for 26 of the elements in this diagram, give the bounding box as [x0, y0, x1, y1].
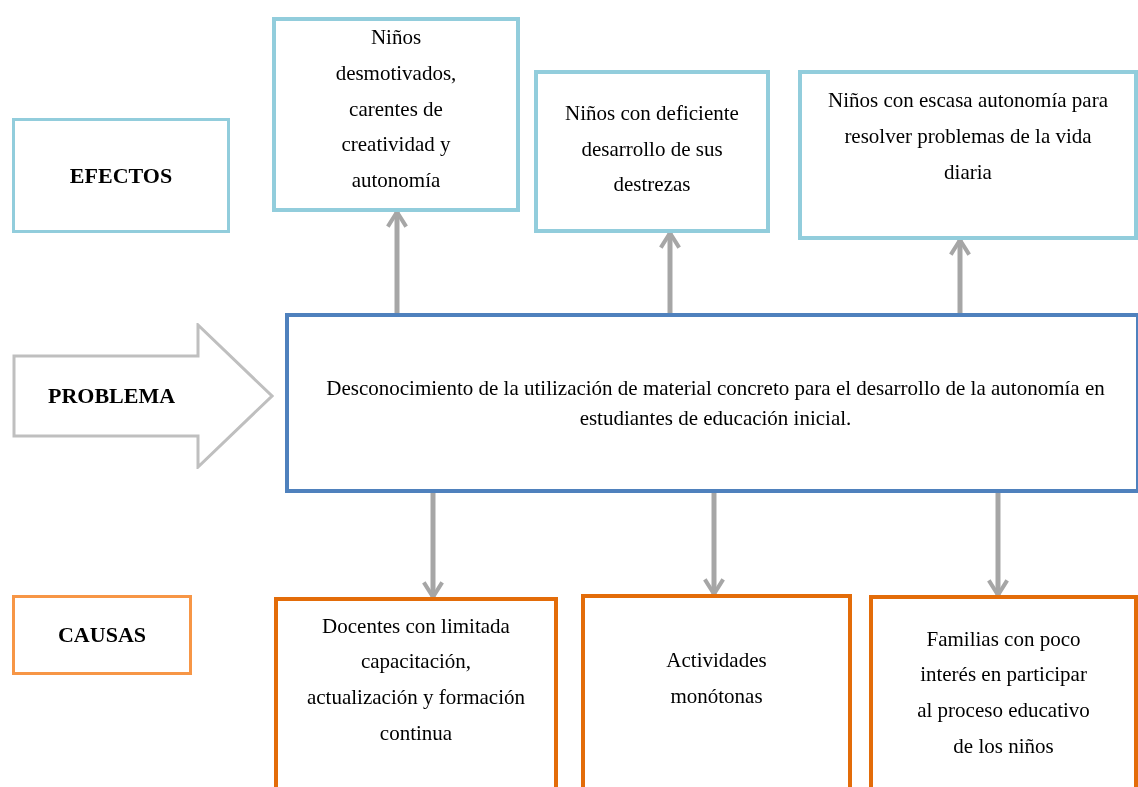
box-text: Niños con escasa autonomía para resolver problemas de la vida diaria: [827, 87, 1109, 186]
effect-box: [272, 17, 520, 212]
arrow: [986, 493, 1010, 597]
box-text: Niños desmotivados, carentes de creatividad y autonomía: [334, 24, 458, 195]
arrow: [658, 231, 682, 313]
section-label: PROBLEMA: [48, 382, 176, 411]
effect-box: [798, 70, 1138, 240]
section-label: EFECTOS: [69, 161, 173, 190]
label-box: [12, 118, 230, 233]
label-box: [12, 595, 192, 675]
arrow: [702, 493, 726, 596]
block-arrow: [12, 323, 274, 469]
problem-box: [285, 313, 1138, 493]
cause-box: [581, 594, 852, 787]
box-text: Actividades monótonas: [665, 646, 768, 710]
box-text: Familias con poco interés en participar al proceso educativo de los niños: [916, 625, 1091, 760]
arrow: [421, 493, 445, 599]
cause-box: [869, 595, 1138, 787]
section-label: CAUSAS: [58, 621, 146, 650]
arrow: [385, 210, 409, 313]
box-text: Docentes con limitada capacitación, actualización y formación continua: [305, 612, 527, 747]
arrow: [948, 238, 972, 313]
box-text: Desconocimiento de la utilización de material concreto para el desarrollo de la autonomía en estudiantes de educación inicial.: [325, 374, 1106, 432]
cause-box: [274, 597, 558, 787]
box-text: Niños con deficiente desarrollo de sus destrezas: [564, 99, 740, 199]
effect-box: [534, 70, 770, 233]
